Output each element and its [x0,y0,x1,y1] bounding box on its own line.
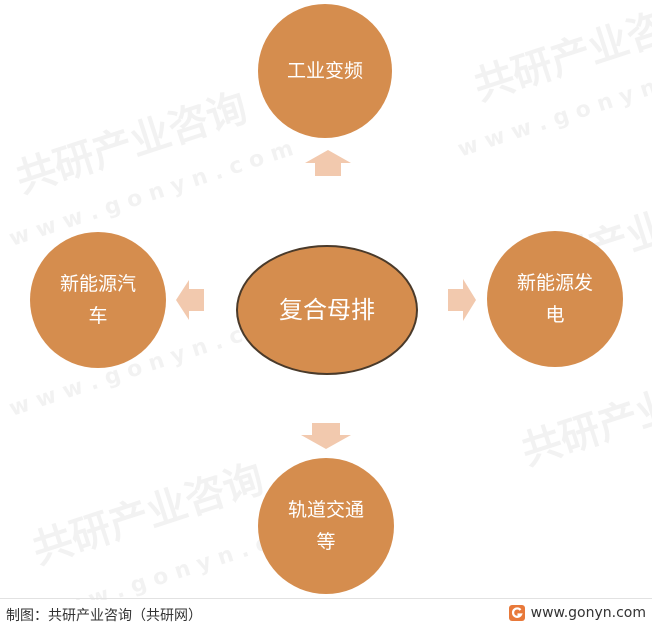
watermark-url: w w w . g o n y n . c o m [6,136,296,252]
watermark-brand: 共研产业咨询 [10,85,252,203]
node-left-label-line2: 车 [88,305,108,327]
node-right-label-line2: 电 [545,304,565,326]
arrow-right [448,279,476,321]
watermark-url: w w w . g o n y n . c o m [455,47,652,163]
node-left-label-line1: 新能源汽 [59,273,136,295]
node-bottom-label-line2: 等 [316,531,336,553]
node-right-label-line1: 新能源发 [516,272,593,294]
node-rail-transit: 轨道交通 等 [258,458,394,594]
arrow-up [305,150,351,176]
source-caption: 制图：共研产业咨询（共研网） [6,608,202,624]
gonyn-logo-icon [508,605,525,621]
node-top-label: 工业变频 [286,60,363,82]
arrow-down [301,423,351,449]
footer: 制图：共研产业咨询（共研网） www.gonyn.com [0,598,652,632]
website-block: www.gonyn.com [508,605,646,621]
node-industrial-frequency-conversion: 工业变频 [258,4,392,138]
arrow-left [176,280,204,320]
watermark-brand: 共研产业咨询 [516,357,652,475]
watermark-brand: 共研产业咨询 [27,456,269,574]
node-new-energy-power-generation: 新能源发 电 [487,231,623,367]
node-new-energy-vehicles: 新能源汽 车 [30,232,166,368]
website-link[interactable]: www.gonyn.com [530,605,646,621]
node-composite-busbar: 复合母排 [236,245,418,375]
node-center-label: 复合母排 [279,296,375,324]
watermark-brand: 共研产业咨询 [468,0,652,110]
node-bottom-label-line1: 轨道交通 [287,499,364,521]
